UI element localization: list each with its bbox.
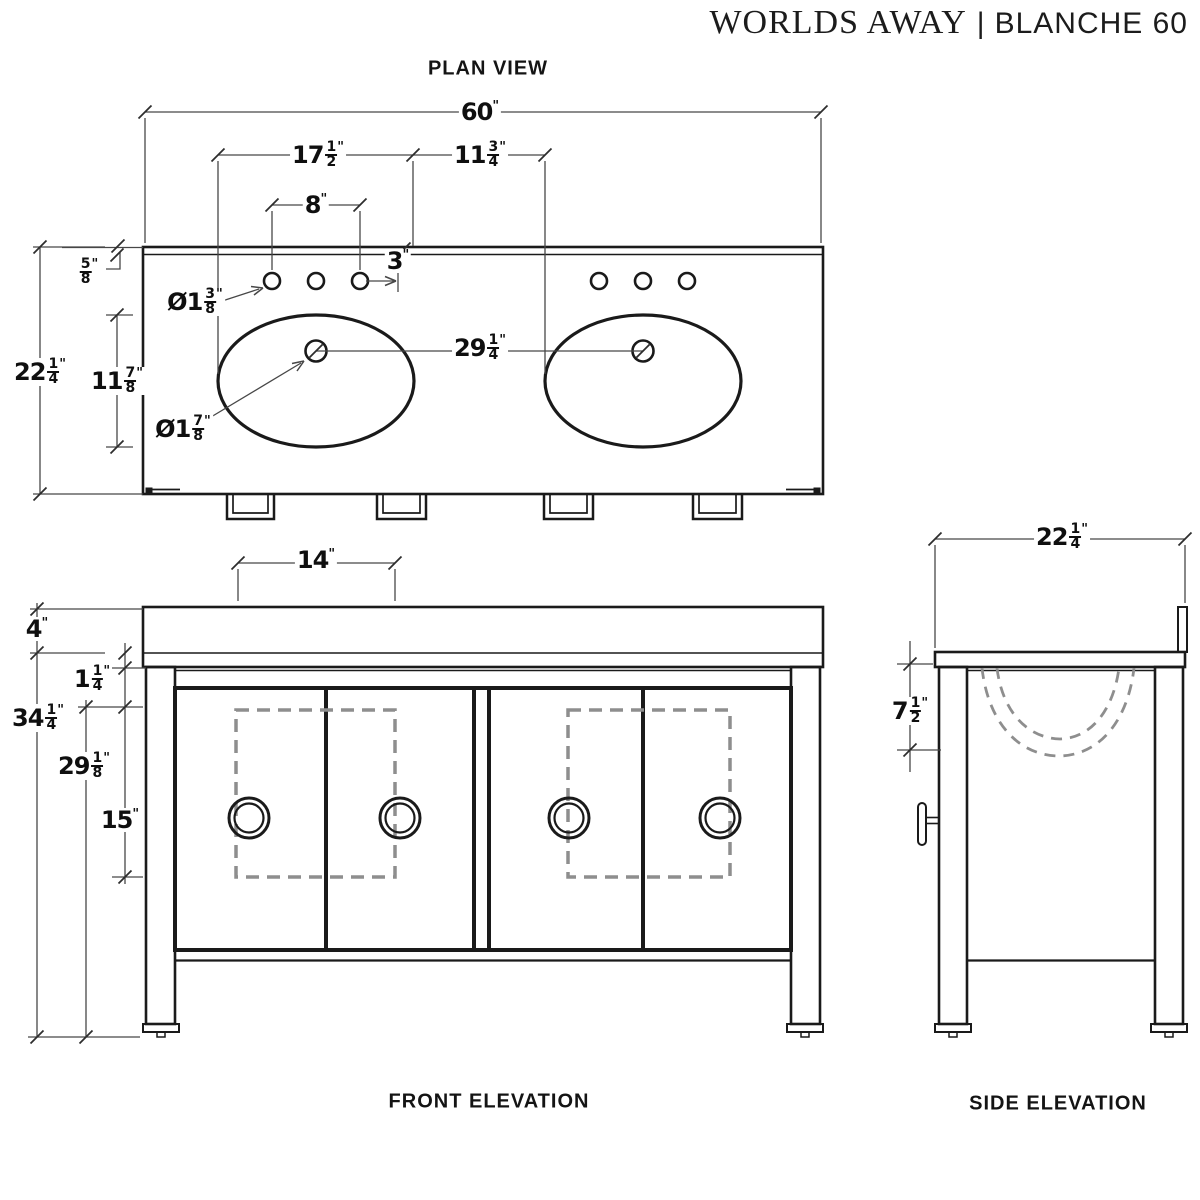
front-dimension-lines [28, 562, 396, 1038]
front-elevation-drawing [141, 605, 825, 1038]
dim-front-door-panel-width: 14" [294, 546, 338, 574]
plan-dimension-lines [33, 111, 822, 495]
brand-logo: WORLDS AWAY [709, 4, 967, 41]
front-elevation-title: FRONT ELEVATION [388, 1090, 590, 1113]
side-dimension-ticks [902, 531, 1193, 758]
dim-front-door-panel-height: 15" [98, 806, 142, 834]
side-elevation-title: SIDE ELEVATION [969, 1092, 1147, 1115]
dim-plan-overall-width: 60" [458, 98, 502, 126]
dim-plan-faucet-edge-offset: 3" [384, 247, 412, 275]
dim-front-countertop-height: 4" [23, 615, 51, 643]
product-name: BLANCHE 60 [994, 7, 1188, 40]
plan-leg-tabs [225, 494, 744, 521]
sheet-header: WORLDS AWAY | BLANCHE 60 [709, 4, 1188, 42]
side-sink-bowl-hidden-lines [980, 667, 1136, 758]
plan-view-title: PLAN VIEW [427, 57, 549, 80]
header-separator: | [976, 7, 985, 40]
side-elevation-drawing [917, 606, 1188, 1038]
plan-view-countertop [141, 245, 825, 521]
dim-plan-faucet-spread: 8" [302, 191, 330, 219]
plan-view-sinks [216, 271, 743, 449]
front-door-trim [234, 708, 732, 879]
front-ring-pulls [227, 796, 742, 840]
